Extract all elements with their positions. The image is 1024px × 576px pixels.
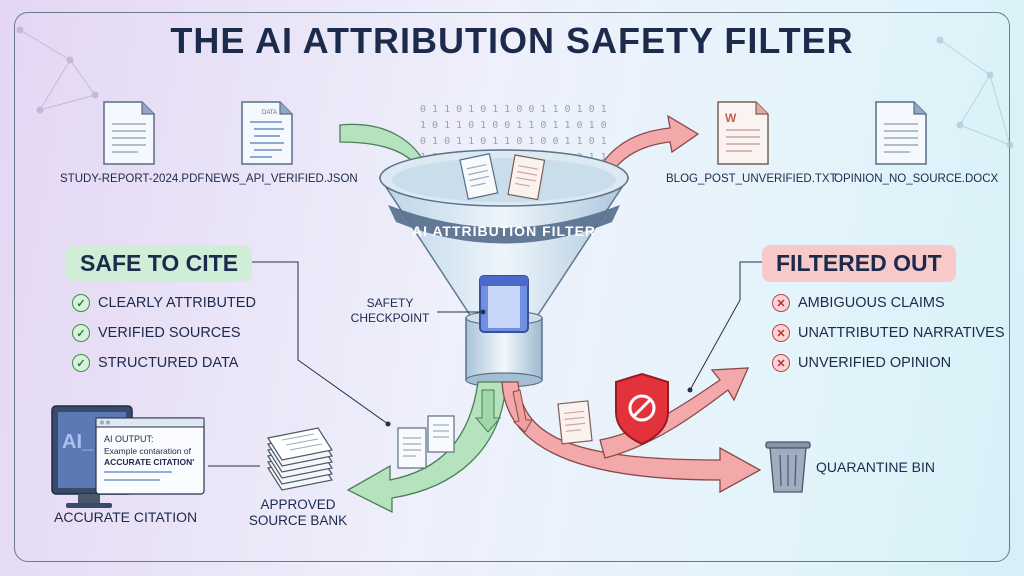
safe-list-item: ✓ CLEARLY ATTRIBUTED <box>72 294 256 312</box>
source-bank-line2: SOURCE BANK <box>248 513 348 528</box>
safe-connector-line <box>252 261 389 425</box>
monitor-screen-text: AI_ <box>62 431 94 453</box>
shield-block-icon <box>615 372 669 446</box>
falling-document-icon <box>459 153 499 200</box>
x-circle-icon: ✕ <box>772 294 790 312</box>
red-down-arrow <box>512 389 533 433</box>
check-icon: ✓ <box>72 354 90 372</box>
safe-item-label: CLEARLY ATTRIBUTED <box>98 295 256 311</box>
ai-output-body: Example contaration of <box>104 446 192 456</box>
x-circle-icon: ✕ <box>772 324 790 342</box>
approved-document-icon <box>397 427 427 469</box>
green-down-arrow <box>474 389 502 433</box>
filtered-item-label: UNATTRIBUTED NARRATIVES <box>798 325 1005 341</box>
document-icon <box>103 101 155 165</box>
filtered-out-badge: FILTERED OUT <box>762 245 956 282</box>
filtered-item-label: UNVERIFIED OPINION <box>798 355 952 371</box>
word-document-icon: W <box>717 101 769 165</box>
svg-text:1 0 1 1 0 1 0 0 1 1 0 1 1 0 1: 1 0 1 1 0 1 0 0 1 1 0 1 1 0 1 0 <box>420 120 607 131</box>
svg-text:0 1 1 0 1 0 1 1 0 0 1 1 0 1 0: 0 1 1 0 1 0 1 1 0 0 1 1 0 1 0 1 <box>420 104 607 115</box>
source-bank-label: APPROVED SOURCE BANK <box>248 497 348 529</box>
safe-list-item: ✓ VERIFIED SOURCES <box>72 324 241 342</box>
safe-item-label: STRUCTURED DATA <box>98 355 239 371</box>
red-outflow-arrow <box>501 381 762 494</box>
falling-document-icon <box>507 154 546 201</box>
network-decoration-right <box>936 36 1014 149</box>
document-icon <box>875 101 927 165</box>
safe-to-cite-badge: SAFE TO CITE <box>66 245 253 282</box>
trash-bin-icon <box>765 441 811 493</box>
check-icon: ✓ <box>72 324 90 342</box>
filtered-connector-line <box>689 261 764 391</box>
source-bank-stack-icon <box>267 427 333 491</box>
svg-text:0 1 0 1 1 0 1 1 0 1 0 0 1 1 0: 0 1 0 1 1 0 1 1 0 1 0 0 1 1 0 1 <box>420 136 607 147</box>
rejected-document-icon <box>557 400 593 445</box>
checkpoint-gate-icon <box>479 275 529 333</box>
filtered-item-label: AMBIGUOUS CLAIMS <box>798 295 945 311</box>
ai-output-window <box>95 417 205 495</box>
funnel-label: AI ATTRIBUTION FILTER <box>412 223 596 239</box>
filtered-list-item: ✕ AMBIGUOUS CLAIMS <box>772 294 945 312</box>
safe-list-item: ✓ STRUCTURED DATA <box>72 354 238 372</box>
diagram-frame <box>14 12 1010 562</box>
network-decoration-left <box>16 26 99 114</box>
safe-item-label: VERIFIED SOURCES <box>98 325 241 341</box>
diagram-title: THE AI ATTRIBUTION SAFETY FILTER <box>170 20 854 61</box>
x-circle-icon: ✕ <box>772 354 790 372</box>
filtered-list-item: ✕ UNVERIFIED OPINION <box>772 354 951 372</box>
funnel <box>378 149 630 388</box>
json-document-icon: DATA <box>241 101 293 165</box>
accurate-citation-label: ACCURATE CITATION <box>54 509 198 525</box>
ai-output-emphasis: ACCURATE CITATION' <box>104 457 194 467</box>
source-bank-line1: APPROVED <box>260 497 336 512</box>
data-tag: DATA <box>262 110 277 116</box>
file-label-blog-post: BLOG_POST_UNVERIFIED.TXT <box>666 173 837 185</box>
file-label-study-report: STUDY-REPORT-2024.PDF <box>60 173 205 185</box>
ai-output-title: AI OUTPUT: <box>104 434 154 444</box>
check-icon: ✓ <box>72 294 90 312</box>
checkpoint-label-line1: SAFETY <box>367 296 414 310</box>
file-label-news-api: NEWS_API_VERIFIED.JSON <box>205 173 358 185</box>
green-outflow-arrow <box>346 381 507 514</box>
approved-document-icon <box>427 415 455 453</box>
word-tag: W <box>725 111 737 125</box>
quarantine-bin-label: QUARANTINE BIN <box>816 459 936 475</box>
filtered-list-item: ✕ UNATTRIBUTED NARRATIVES <box>772 324 1005 342</box>
checkpoint-label-line2: CHECKPOINT <box>351 311 430 325</box>
file-label-opinion: OPINION_NO_SOURCE.DOCX <box>834 173 999 185</box>
